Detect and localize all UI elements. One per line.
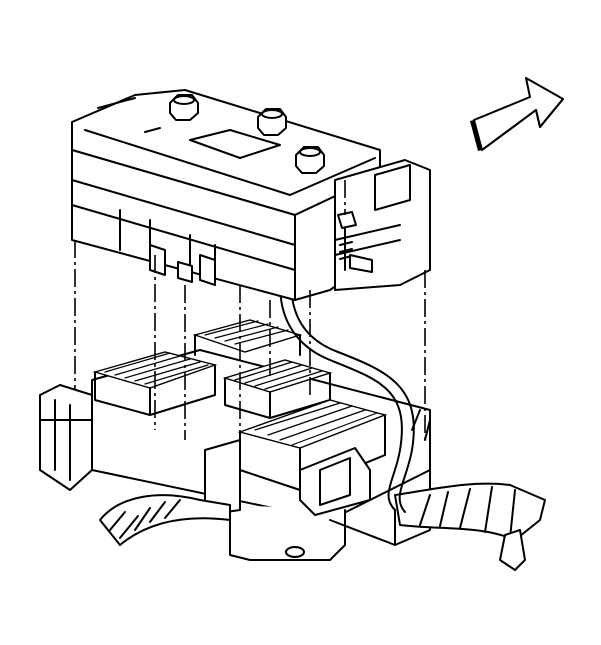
wiring-harness — [99, 244, 546, 571]
fuse-block-cover — [71, 89, 431, 301]
nut-center — [257, 108, 287, 136]
retaining-nut-icon — [169, 94, 325, 174]
nut-right — [295, 146, 325, 174]
alignment-lines — [74, 180, 426, 445]
nut-left — [169, 94, 199, 121]
front-of-vehicle-arrow-icon — [470, 77, 564, 151]
